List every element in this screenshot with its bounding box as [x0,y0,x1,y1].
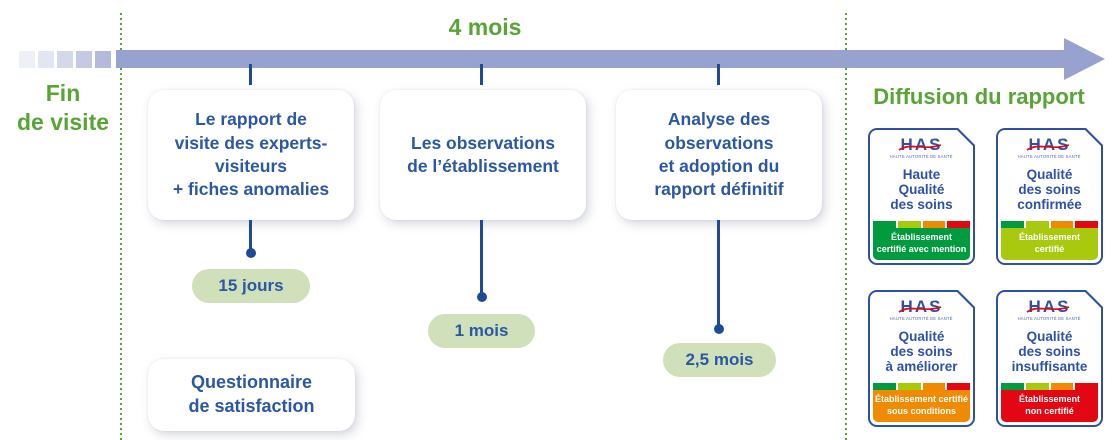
has-logo: HAS [901,136,943,153]
has-subtitle: HAUTE AUTORITÉ DE SANTÉ [1017,154,1082,160]
quality-strip [1001,383,1098,390]
badge-footer: Établissement certifié avec mention [873,228,970,260]
has-subtitle: HAUTE AUTORITÉ DE SANTÉ [1017,316,1082,322]
has-logo: HAS [901,298,943,315]
end-divider-dotted-line [845,13,847,440]
strip-segment-lime [1026,221,1049,228]
arrow-fade-square [95,51,111,68]
has-logo-text: HAS [900,135,943,154]
quality-strip [1001,221,1098,228]
strip-segment-lime [1026,383,1049,390]
timeline-arrow-bar [116,50,1065,68]
badge-title: Haute Qualité des soins [890,167,953,212]
start-label: Fin de visite [16,80,110,135]
quality-strip [873,221,970,228]
has-logo-text: HAS [900,297,943,316]
start-divider-dotted-line [120,13,122,440]
badge-footer: Établissement certifié sous conditions [873,390,970,422]
arrow-fade-square [57,51,73,68]
end-label: Diffusion du rapport [873,84,1085,109]
step-dot [477,292,487,302]
strip-segment-red [1075,221,1098,228]
satisfaction-card: Questionnaire de satisfaction [148,359,355,431]
badge-footer: Établissement certifié [1001,228,1098,260]
badge-qualite-insuffisante: HAS HAUTE AUTORITÉ DE SANTÉ Qualité des … [996,290,1103,427]
strip-segment-red [947,221,970,228]
quality-strip [873,383,970,390]
strip-segment-green [873,221,896,228]
step-card-rapport-visite: Le rapport de visite des experts- visite… [148,90,354,220]
step-connector [480,220,483,297]
badge-qualite-a-ameliorer: HAS HAUTE AUTORITÉ DE SANTÉ Qualité des … [868,290,975,427]
badge-qualite-confirmee: HAS HAUTE AUTORITÉ DE SANTÉ Qualité des … [996,128,1103,265]
has-logo-text: HAS [1028,135,1071,154]
strip-segment-green [1001,383,1024,390]
strip-segment-lime [898,383,921,390]
strip-segment-orange [923,383,946,390]
step-dot [714,324,724,334]
arrow-fade-square [38,51,54,68]
strip-segment-green [873,383,896,390]
badge-title: Qualité des soins à améliorer [885,329,958,374]
strip-segment-orange [1051,221,1074,228]
strip-segment-orange [923,221,946,228]
badge-footer: Établissement non certifié [1001,390,1098,422]
badge-haute-qualite: HAS HAUTE AUTORITÉ DE SANTÉ Haute Qualit… [868,128,975,265]
has-swoosh-icon [897,141,943,153]
has-swoosh-icon [1025,141,1071,153]
badge-title: Qualité des soins confirmée [1017,167,1082,212]
has-logo: HAS [1029,136,1071,153]
step-connector [717,220,720,329]
strip-segment-red [1075,383,1098,390]
step-card-analyse: Analyse des observations et adoption du … [616,90,822,220]
strip-segment-orange [1051,383,1074,390]
timeline-tick [717,64,720,85]
step-card-observations: Les observations de l’établissement [380,90,586,220]
arrow-fade-square [76,51,92,68]
arrow-fade-square [19,51,35,68]
duration-label: 4 mois [448,14,522,40]
has-swoosh-icon [1025,303,1071,315]
badge-title: Qualité des soins insuffisante [1011,329,1088,374]
step-connector [249,220,252,253]
has-subtitle: HAUTE AUTORITÉ DE SANTÉ [889,316,954,322]
timeline-tick [480,64,483,85]
step-dot [246,248,256,258]
timeline-arrow-head [1064,38,1105,80]
strip-segment-red [947,383,970,390]
delay-pill-1-mois: 1 mois [428,314,535,348]
strip-segment-green [1001,221,1024,228]
has-logo: HAS [1029,298,1071,315]
delay-pill-2-5-mois: 2,5 mois [663,343,776,377]
has-swoosh-icon [897,303,943,315]
has-subtitle: HAUTE AUTORITÉ DE SANTÉ [889,154,954,160]
timeline-tick [249,64,252,85]
delay-pill-15-jours: 15 jours [192,269,310,303]
has-logo-text: HAS [1028,297,1071,316]
strip-segment-lime [898,221,921,228]
